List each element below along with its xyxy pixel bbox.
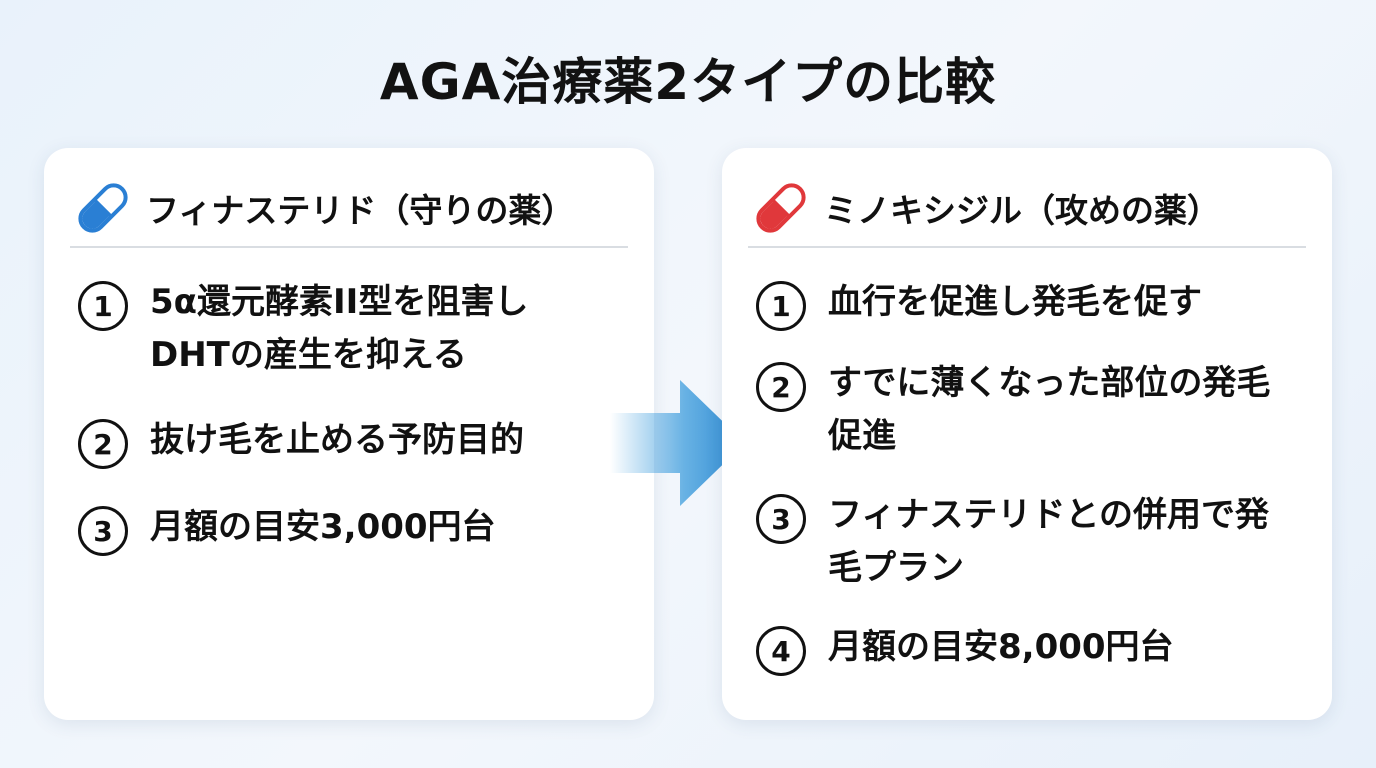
item-text: 抜け毛を止める予防目的 (150, 420, 524, 460)
list-item: 2 抜け毛を止める予防目的 (78, 414, 634, 469)
number-badge: 1 (78, 281, 128, 331)
blue-capsule-icon (78, 183, 128, 233)
item-text: フィナステリドとの併用で発毛プラン (828, 495, 1269, 588)
number-badge: 4 (756, 626, 806, 676)
list-item: 1 5α還元酵素II型を阻害しDHTの産生を抑える (78, 276, 634, 382)
number-badge: 2 (756, 362, 806, 412)
finasteride-title: フィナステリド（守りの薬） (146, 191, 575, 230)
list-item: 2 すでに薄くなった部位の発毛促進 (756, 357, 1312, 463)
item-text: 月額の目安3,000円台 (150, 507, 496, 547)
finasteride-list: 1 5α還元酵素II型を阻害しDHTの産生を抑える 2 抜け毛を止める予防目的 … (78, 276, 634, 588)
right-arrow-icon (610, 380, 745, 506)
list-item: 4 月額の目安8,000円台 (756, 621, 1312, 676)
number-badge: 1 (756, 281, 806, 331)
red-capsule-icon (756, 183, 806, 233)
number-badge: 3 (78, 506, 128, 556)
minoxidil-list: 1 血行を促進し発毛を促す 2 すでに薄くなった部位の発毛促進 3 フィナステリ… (756, 276, 1312, 702)
item-text: 血行を促進し発毛を促す (828, 282, 1202, 322)
page-title: AGA治療薬2タイプの比較 (379, 53, 997, 111)
list-item: 3 フィナステリドとの併用で発毛プラン (756, 489, 1312, 595)
minoxidil-card: ミノキシジル（攻めの薬） 1 血行を促進し発毛を促す 2 すでに薄くなった部位の… (722, 148, 1332, 720)
item-text: 月額の目安8,000円台 (828, 627, 1174, 667)
finasteride-header: フィナステリド（守りの薬） (70, 170, 628, 248)
number-badge: 2 (78, 419, 128, 469)
item-text: すでに薄くなった部位の発毛促進 (828, 363, 1271, 456)
minoxidil-header: ミノキシジル（攻めの薬） (748, 170, 1306, 248)
item-text: 5α還元酵素II型を阻害しDHTの産生を抑える (150, 282, 529, 375)
list-item: 1 血行を促進し発毛を促す (756, 276, 1312, 331)
finasteride-card: フィナステリド（守りの薬） 1 5α還元酵素II型を阻害しDHTの産生を抑える … (44, 148, 654, 720)
list-item: 3 月額の目安3,000円台 (78, 501, 634, 556)
number-badge: 3 (756, 494, 806, 544)
minoxidil-title: ミノキシジル（攻めの薬） (824, 191, 1220, 230)
